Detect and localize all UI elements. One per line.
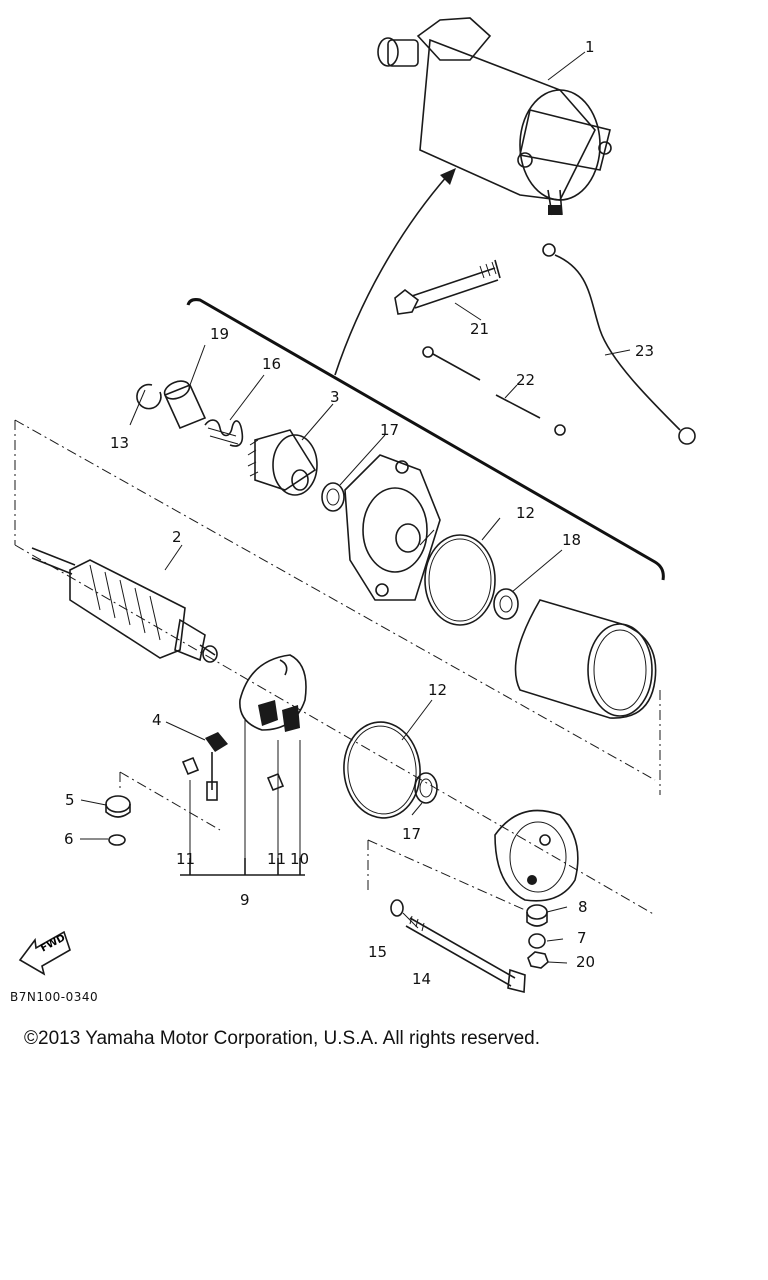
callout-1: 1 <box>585 38 595 56</box>
rear-cover <box>494 809 579 902</box>
housing-group-bracket <box>186 298 665 581</box>
callout-7: 7 <box>577 929 587 947</box>
callout-14: 14 <box>412 970 432 988</box>
assembly-arrow <box>334 174 449 376</box>
brush-plate <box>239 654 307 732</box>
callout-11b: 11 <box>267 850 287 868</box>
callout-18: 18 <box>562 531 582 549</box>
callout-22: 22 <box>516 371 536 389</box>
callout-4: 4 <box>152 711 162 729</box>
callout-10: 10 <box>290 850 310 868</box>
washer-17-lower <box>414 772 438 804</box>
lead-wire-23 <box>542 243 696 445</box>
o-ring-12-upper <box>424 534 496 626</box>
washer-15 <box>390 899 404 917</box>
callout-21: 21 <box>470 320 490 338</box>
starter-motor-assembly <box>377 17 612 216</box>
bolt-5 <box>105 795 131 818</box>
callout-20: 20 <box>576 953 596 971</box>
callout-6: 6 <box>64 830 74 848</box>
callout-17b: 17 <box>402 825 422 843</box>
nut-11-right <box>266 772 285 792</box>
armature-2 <box>31 547 218 663</box>
washer-6 <box>108 834 126 846</box>
callout-11a: 11 <box>176 850 196 868</box>
leader-lines <box>80 51 631 964</box>
callout-9: 9 <box>240 891 250 909</box>
circlip-13 <box>136 383 162 410</box>
callout-12b: 12 <box>428 681 448 699</box>
callout-19: 19 <box>210 325 230 343</box>
sleeve-19 <box>163 380 207 430</box>
fwd-arrow-icon <box>18 930 71 976</box>
callout-2: 2 <box>172 528 182 546</box>
drawing-code: B7N100-0340 <box>10 990 99 1004</box>
brush-4 <box>205 732 228 801</box>
nut-8 <box>526 904 548 927</box>
spring-16 <box>204 419 244 447</box>
callout-23: 23 <box>635 342 655 360</box>
starter-motor-exploded-diagram <box>14 17 696 994</box>
callout-13: 13 <box>110 434 130 452</box>
copyright-notice: ©2013 Yamaha Motor Corporation, U.S.A. A… <box>24 1028 540 1049</box>
o-ring-12-lower <box>343 721 421 819</box>
nut-7 <box>528 933 546 949</box>
nut-11-left <box>181 756 200 776</box>
callout-3: 3 <box>330 388 340 406</box>
callout-12a: 12 <box>516 504 536 522</box>
front-cover <box>344 454 441 601</box>
callout-16: 16 <box>262 355 282 373</box>
washer-17-upper <box>321 482 345 512</box>
lead-wire-22 <box>422 346 566 436</box>
through-bolt-14 <box>405 915 526 994</box>
pinion-3 <box>247 429 318 496</box>
callout-8: 8 <box>578 898 588 916</box>
callout-5: 5 <box>65 791 75 809</box>
callout-17a: 17 <box>380 421 400 439</box>
callout-15: 15 <box>368 943 388 961</box>
yoke <box>514 599 657 719</box>
nut-20 <box>527 951 549 969</box>
washer-18 <box>493 588 519 620</box>
bolt-21 <box>394 259 501 315</box>
